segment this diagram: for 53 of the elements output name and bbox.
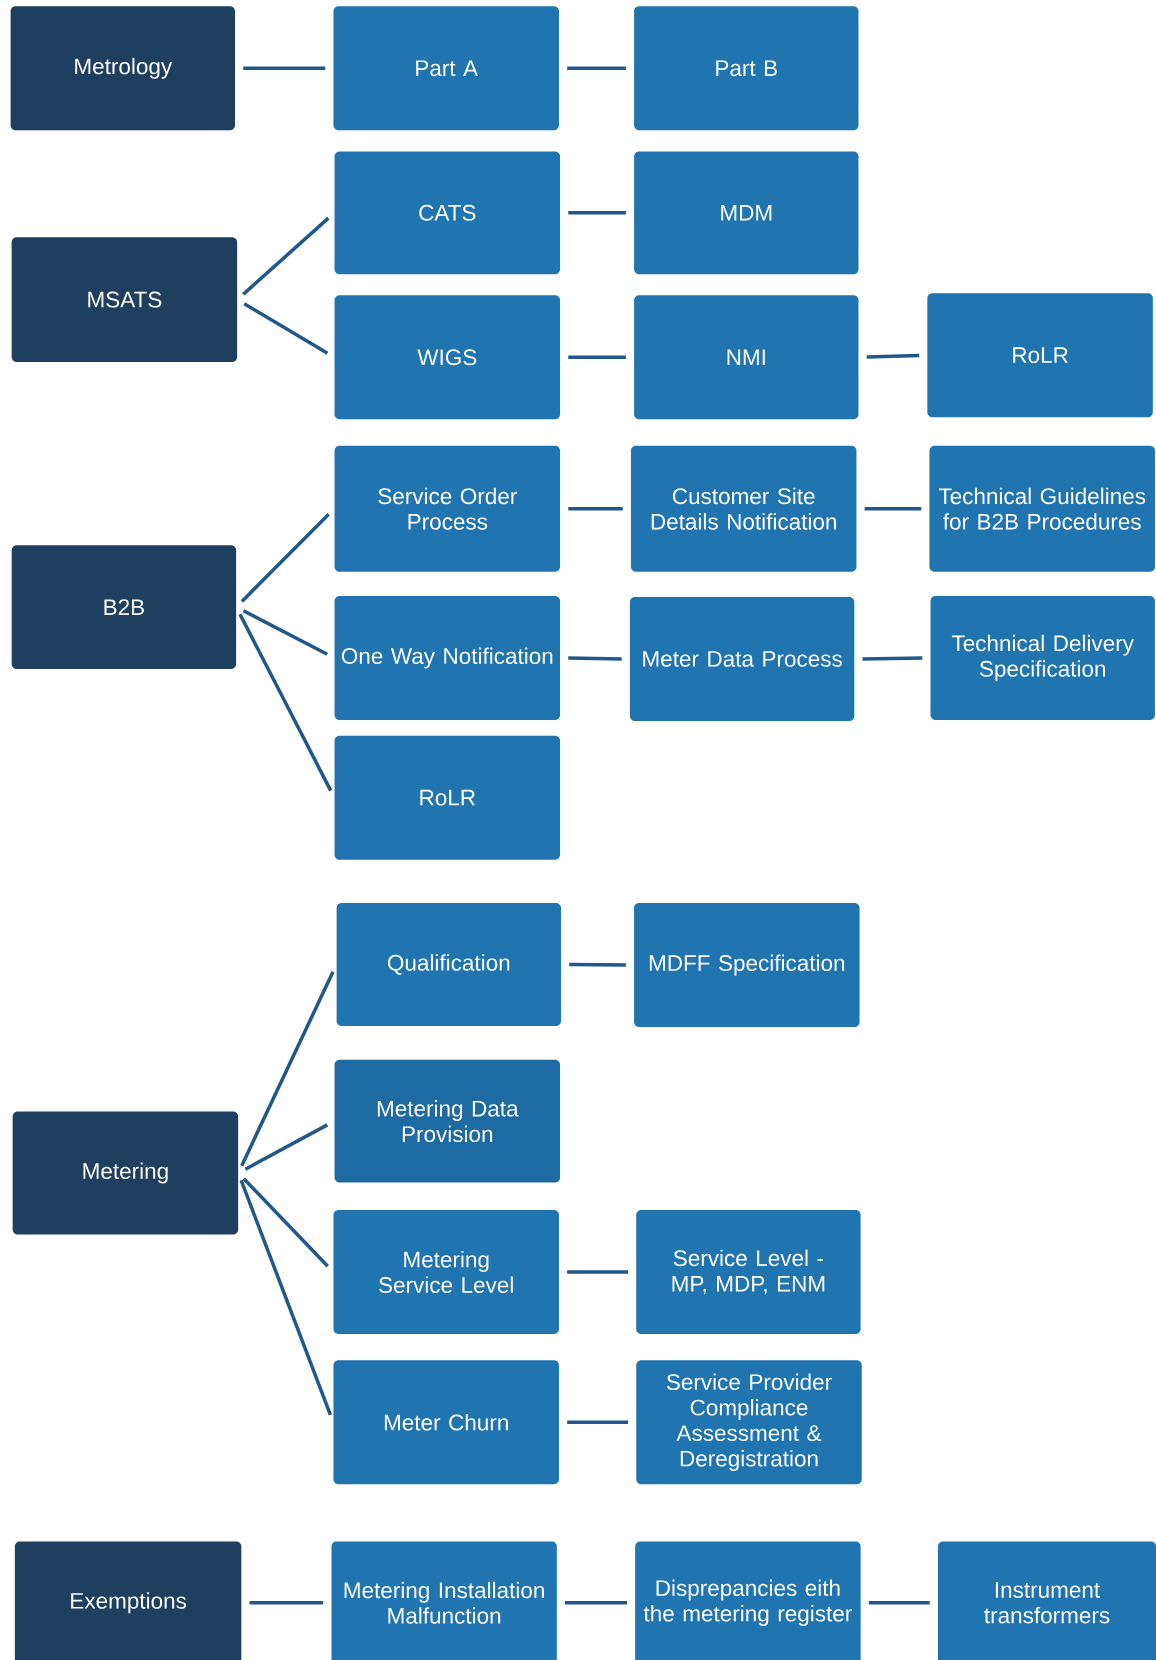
category-box: Exemptions bbox=[14, 1541, 242, 1660]
connector-line bbox=[239, 1179, 333, 1416]
connector-line bbox=[238, 613, 333, 792]
connector-line bbox=[244, 1123, 329, 1171]
topic-box: Instrument transformers bbox=[937, 1541, 1156, 1660]
connector-line bbox=[567, 1420, 629, 1425]
topic-box: Part A bbox=[333, 6, 559, 131]
category-box: Metrology bbox=[10, 6, 235, 131]
topic-box: Meter Churn bbox=[333, 1360, 559, 1485]
connector-line bbox=[862, 656, 923, 661]
topic-box: One Way Notification bbox=[334, 596, 561, 720]
connector-line bbox=[868, 1601, 930, 1605]
topic-box: NMI bbox=[634, 295, 859, 420]
topic-box: Meter Data Process bbox=[629, 597, 855, 721]
connector-line bbox=[565, 1601, 627, 1605]
topic-box: WIGS bbox=[334, 295, 561, 420]
connector-line bbox=[249, 1601, 324, 1605]
connector-line bbox=[864, 506, 922, 511]
topic-box: Service Order Process bbox=[334, 445, 561, 572]
connector-line bbox=[240, 513, 330, 603]
topic-box: Customer Site Details Notification bbox=[630, 445, 857, 572]
connector-line bbox=[242, 609, 329, 656]
connector-line bbox=[568, 211, 626, 215]
topic-box: MDFF Specification bbox=[634, 903, 860, 1027]
connector-line bbox=[243, 302, 329, 355]
connector-line bbox=[866, 353, 920, 359]
topic-box: CATS bbox=[334, 151, 561, 275]
category-box: MSATS bbox=[11, 237, 238, 363]
topic-box: Part B bbox=[634, 6, 859, 131]
topic-box: Metering Installation Malfunction bbox=[331, 1541, 557, 1660]
connector-line bbox=[243, 66, 326, 71]
topic-box: Metering Service Level bbox=[333, 1210, 559, 1334]
connector-line bbox=[242, 1177, 329, 1268]
connector-line bbox=[240, 971, 335, 1167]
topic-box: Qualification bbox=[336, 903, 561, 1026]
topic-box: MDM bbox=[634, 151, 859, 275]
topic-box: Disprepancies eith the metering register bbox=[635, 1541, 861, 1660]
category-box: Metering bbox=[12, 1111, 239, 1235]
connector-line bbox=[568, 506, 623, 511]
topic-box: RoLR bbox=[334, 735, 561, 860]
topic-box: Service Provider Compliance Assessment & Deregistration bbox=[636, 1360, 862, 1485]
connector-line bbox=[567, 1270, 628, 1274]
connector-line bbox=[242, 216, 330, 296]
topic-box: Technical Guidelines for B2B Procedures bbox=[929, 445, 1155, 572]
connector-line bbox=[569, 962, 626, 967]
connector-line bbox=[568, 656, 622, 661]
topic-box: Service Level - MP, MDP, ENM bbox=[636, 1210, 861, 1334]
connector-line bbox=[567, 66, 626, 71]
topic-box: RoLR bbox=[927, 293, 1153, 418]
category-box: B2B bbox=[11, 545, 237, 670]
connector-line bbox=[568, 355, 626, 360]
topic-box: Metering Data Provision bbox=[334, 1059, 561, 1183]
topic-box: Technical Delivery Specification bbox=[930, 596, 1155, 720]
